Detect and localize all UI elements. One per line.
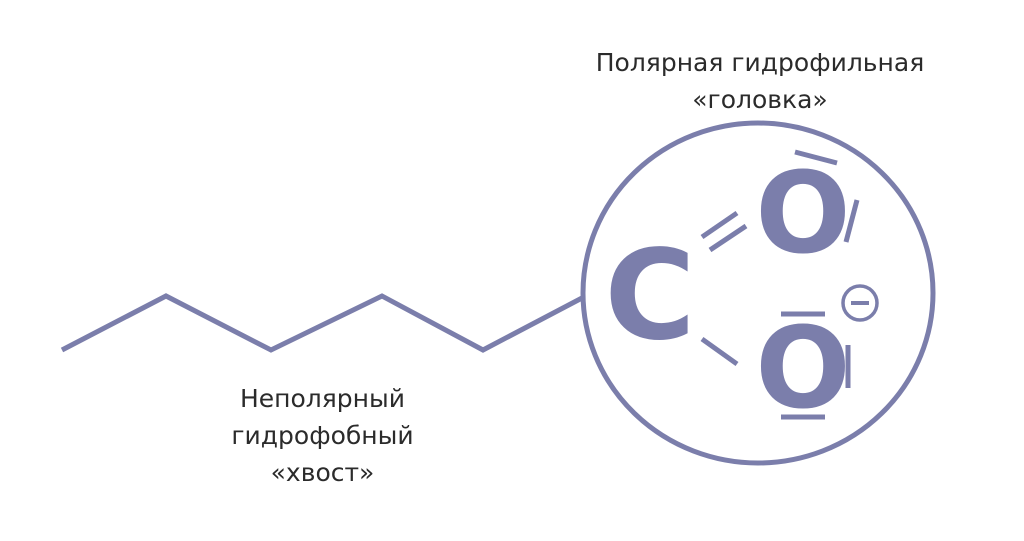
nonpolar-tail-label-line1: Неполярный xyxy=(239,384,406,413)
polar-head-label-line1: Полярная гидрофильная xyxy=(595,48,925,77)
carbon-atom: C xyxy=(604,224,695,368)
nonpolar-tail-label: Неполярный гидрофобный «хвост» xyxy=(215,380,430,491)
double-bond-line-1 xyxy=(700,210,739,240)
lone-pair-top-o-right xyxy=(843,199,860,243)
single-bond-line xyxy=(700,336,739,367)
hydrocarbon-tail-zigzag xyxy=(60,293,584,353)
lone-pair-top-o-above xyxy=(794,149,838,166)
negative-charge-icon xyxy=(841,284,879,322)
nonpolar-tail-label-line3: «хвост» xyxy=(270,458,375,487)
oxygen-atom-bottom: O xyxy=(755,304,850,434)
polar-head-label: Полярная гидрофильная «головка» xyxy=(560,44,960,118)
polar-head-circle xyxy=(580,120,936,466)
nonpolar-tail-label-line2: гидрофобный xyxy=(231,421,414,450)
double-bond-line-2 xyxy=(708,223,748,253)
polar-head-label-line2: «головка» xyxy=(692,85,828,114)
oxygen-atom-top: O xyxy=(755,149,850,279)
